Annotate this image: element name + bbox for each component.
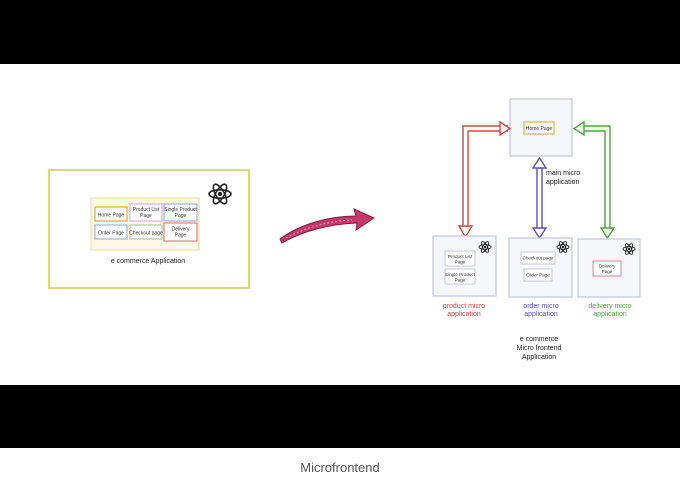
micro-frontend-app-label: e commerce	[520, 336, 559, 343]
delivery-page-label: Delivery	[599, 264, 616, 269]
monolith-app-label: e commerce Application	[111, 258, 185, 265]
page-card-label: Page	[175, 213, 187, 219]
page-card-label: Page	[140, 213, 152, 219]
page-card-label: Single Product	[164, 207, 197, 213]
order-micro-label: order micro	[523, 303, 559, 310]
main-home-page-label: Home Page	[526, 126, 553, 132]
transition-arrow-icon	[279, 208, 376, 244]
page-card-label: Checkout page	[129, 231, 163, 237]
page-card: Single Product Page	[163, 203, 198, 222]
page-card-label: Home Page	[98, 213, 125, 219]
delivery-micro-label: application	[593, 311, 627, 318]
diagram-svg: Home Page Product List Page Single Produ…	[48, 98, 641, 361]
product-link-arrow-icon	[457, 120, 512, 239]
product-page-label: Product List	[448, 254, 473, 259]
micro-frontend-app-label: Application	[522, 354, 556, 361]
page-card-label: Delivery	[171, 227, 190, 233]
product-page-label: Page	[455, 260, 466, 265]
order-page-label: Order Page	[526, 273, 550, 278]
order-micro-label: application	[524, 311, 558, 318]
delivery-link-arrow-icon	[572, 120, 616, 240]
top-black-bar	[0, 0, 680, 64]
page-card: Delivery Page	[163, 222, 198, 242]
page-card: Order Page	[94, 224, 128, 240]
product-micro-label: application	[447, 311, 481, 318]
product-micro-app: Product List Page Single Product Page pr…	[432, 235, 497, 318]
page-card-label: Order Page	[98, 231, 124, 237]
order-micro-app: Checkout page Order Page order micro app…	[508, 237, 573, 318]
page-card: Checkout page	[129, 224, 163, 240]
page-card: Product List Page	[129, 203, 163, 222]
page-card-label: Page	[175, 233, 187, 239]
monolith-app: Home Page Product List Page Single Produ…	[48, 169, 250, 289]
diagram-stage: Home Page Product List Page Single Produ…	[0, 64, 680, 385]
order-link-arrow-icon	[531, 156, 548, 240]
product-page-label: Page	[455, 278, 466, 283]
image-caption: Microfrontend	[300, 460, 380, 475]
delivery-page-label: Page	[602, 269, 613, 274]
page-card-label: Product List	[133, 207, 160, 213]
micro-frontend-app-label: Micro frontend	[517, 345, 562, 352]
page-card: Home Page	[94, 206, 128, 222]
product-micro-label: product micro	[443, 303, 486, 310]
main-micro-label: main micro	[546, 170, 580, 177]
delivery-micro-label: delivery micro	[588, 303, 631, 310]
delivery-micro-app: Delivery Page delivery micro application	[577, 238, 641, 318]
bottom-black-bar	[0, 385, 680, 448]
order-page-label: Checkout page	[523, 256, 554, 261]
product-page-label: Single Product	[445, 272, 476, 277]
main-micro-label: application	[546, 179, 580, 186]
main-micro-app: Home Page main micro application	[509, 98, 580, 186]
